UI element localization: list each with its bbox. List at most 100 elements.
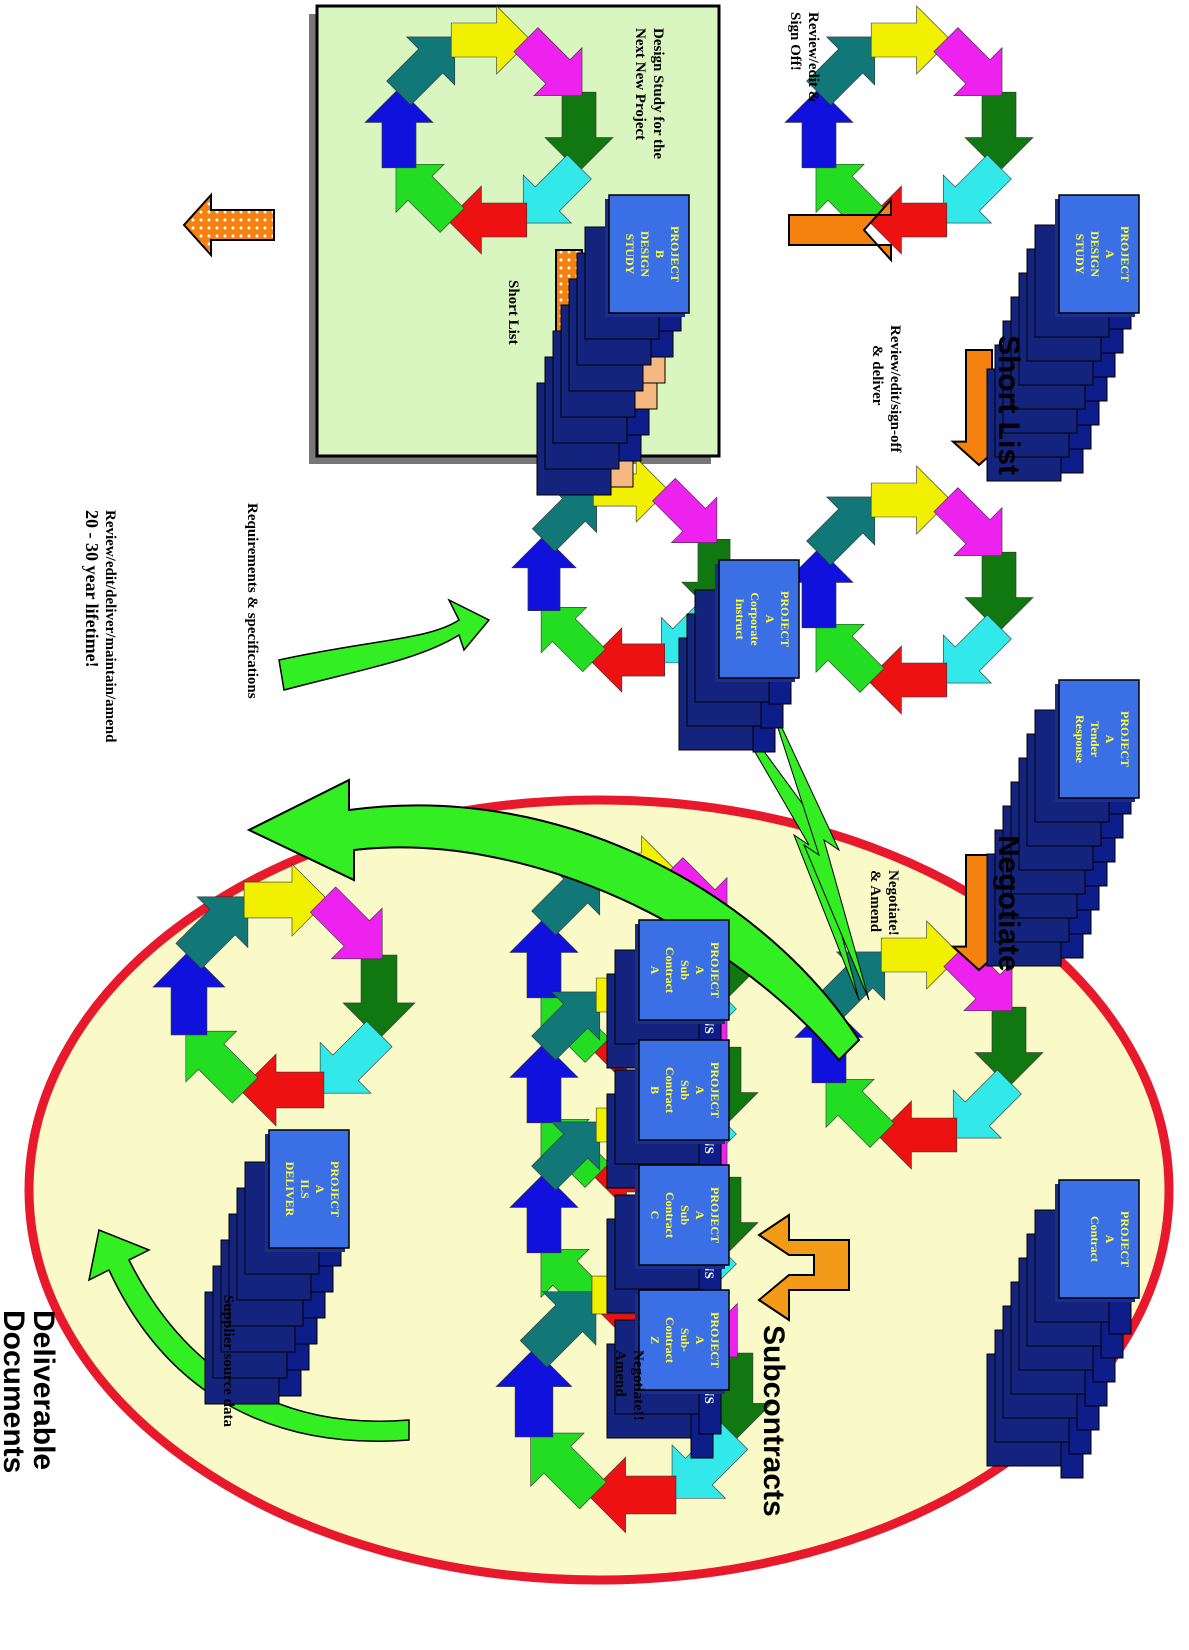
cycle-arrow-icon	[495, 1348, 573, 1438]
document-stacks: SUMMARYSYSTEM ASYSTEM BSYSTEM CSYSTEM DS…	[204, 194, 1140, 1479]
cycle-arrow-icon	[942, 614, 1012, 684]
cycle-arrow-icon	[784, 87, 854, 169]
cycle-arrow-icon	[876, 1100, 958, 1170]
short-list-heading: Short List	[992, 335, 1025, 475]
doc-stack-design-b: SUMMARYSYSTEM CSYSTEM DSYSTEM FSYSTEM NS…	[536, 194, 690, 496]
cover-text: PROJECT	[708, 1312, 722, 1368]
doc-stack-design-a: SUMMARYSYSTEM ASYSTEM BSYSTEM CSYSTEM DS…	[986, 194, 1140, 482]
doc-cover	[1058, 1179, 1140, 1299]
design-study-label-1: Design Study for the	[650, 28, 666, 159]
doc-stack-ils: SYSTEM ASYSTEM BSYSTEM CSYSTEM DSYSTEM Y…	[204, 1129, 350, 1405]
cycle-arrow-icon	[530, 1432, 607, 1510]
cycle-arrow-icon	[933, 27, 1003, 97]
doc-cover	[1058, 679, 1140, 799]
cover-text: A	[1103, 250, 1117, 259]
design-study-label-2: Next New Project	[632, 28, 648, 140]
cover-text: PROJECT	[708, 942, 722, 998]
lightning-icon	[768, 699, 870, 1001]
spec-flow-arrow-icon	[278, 598, 491, 691]
cover-text: Sub	[678, 1080, 692, 1100]
cycle-arrow-icon	[866, 185, 948, 255]
cycle-arrow-icon	[531, 1121, 601, 1191]
cover-text: Tender	[1088, 721, 1102, 758]
cycle-arrow-icon	[866, 645, 948, 715]
deliverable-heading-line2: Documents	[0, 1310, 30, 1473]
cover-text: Instruct	[733, 598, 747, 639]
cycle-arrow-icon	[522, 154, 592, 224]
cover-text: Sub	[678, 1205, 692, 1225]
cycle-arrow-icon	[825, 1078, 895, 1148]
doc-cover	[718, 559, 800, 679]
doc-cover	[268, 1129, 350, 1249]
negotiate-sub-label-1: Negotiate!!	[630, 1350, 646, 1421]
cover-text: PROJECT	[1118, 711, 1132, 767]
negotiate-heading: Negotiate	[992, 835, 1025, 972]
cover-text: PROJECT	[668, 226, 682, 282]
cover-text: A	[693, 1086, 707, 1095]
supplier-label: Supplier source data	[220, 1295, 236, 1427]
cycle-arrow-icon	[511, 535, 577, 611]
cover-text: A	[1103, 735, 1117, 744]
cycle-arrow-icon	[319, 1020, 393, 1094]
cycle-design-b	[364, 5, 614, 255]
cover-text: STUDY	[1073, 234, 1087, 275]
cover-text: Corporate	[748, 592, 762, 646]
cycle-arrow-icon	[239, 1053, 325, 1127]
cover-text: Response	[1073, 715, 1087, 764]
cycle-arrow-icon	[952, 1069, 1022, 1139]
doc-cover	[638, 1039, 730, 1141]
cover-text: A	[693, 1211, 707, 1220]
cover-text: Z	[648, 1336, 662, 1344]
short-list-small-label: Short List	[505, 280, 521, 345]
cycle-arrow-icon	[531, 991, 601, 1061]
cover-text: Contract	[663, 1067, 677, 1113]
cycle-arrow-icon	[806, 496, 876, 566]
cycle-arrow-icon	[540, 607, 606, 673]
cover-text: B	[653, 250, 667, 258]
doc-cover	[1058, 194, 1140, 314]
cycle-arrow-icon	[513, 27, 583, 97]
cycle-arrow-icon	[974, 1006, 1044, 1088]
doc-stack-contract: CONDITIONSSYSTEM ASYSTEM BSYSTEM CSYSTEM…	[986, 1179, 1140, 1479]
cycle-arrow-icon	[942, 154, 1012, 224]
cover-text: STUDY	[623, 234, 637, 275]
doc-stack-sub-a: SPECSCONDITIONSPROJECTASubContractA	[606, 919, 730, 1089]
requirements-label-bg	[242, 500, 264, 775]
cover-text: PROJECT	[778, 591, 792, 647]
doc-cover	[638, 1164, 730, 1266]
design-to-next-arrow-icon	[788, 197, 892, 263]
cycle-arrow-icon	[446, 185, 528, 255]
negotiate-amend-label-1: Negotiate!	[885, 870, 901, 936]
cover-text: DESIGN	[638, 231, 652, 277]
cover-text: DESIGN	[1088, 231, 1102, 277]
cover-text: PROJECT	[328, 1161, 342, 1217]
cover-text: Sub	[678, 960, 692, 980]
doc-cover	[638, 1289, 730, 1391]
cycle-arrow-icon	[964, 91, 1034, 173]
cycle-arrow-icon	[943, 942, 1013, 1012]
cover-text: PROJECT	[1118, 226, 1132, 282]
cycle-arrow-icon	[152, 950, 226, 1036]
lifetime-label: 20 - 30 year lifetime!	[82, 510, 102, 668]
cover-text: DELIVER	[283, 1162, 297, 1217]
cycle-arrow-icon	[450, 5, 532, 75]
design-out-arrow-icon	[182, 192, 275, 258]
cover-text: Contract	[1088, 1216, 1102, 1262]
cycle-ils	[152, 863, 416, 1127]
cover-text: ILS	[298, 1179, 312, 1199]
cycle-arrow-icon	[509, 1042, 579, 1124]
cover-text: Contract	[663, 947, 677, 993]
cycle-arrow-icon	[386, 36, 456, 106]
review-maintain-label: Review/edit/deliver/maintain/amend	[102, 510, 118, 743]
cover-text: A	[313, 1185, 327, 1194]
cycle-arrow-icon	[880, 920, 962, 990]
cover-text: A	[1103, 1235, 1117, 1244]
subcontracts-heading: Subcontracts	[757, 1325, 790, 1517]
negotiate-amend-label-2: & Amend	[867, 870, 883, 933]
cycle-arrow-icon	[870, 465, 952, 535]
cycle-arrow-icon	[652, 477, 718, 543]
deliverable-heading-line1: Deliverable	[27, 1310, 60, 1470]
